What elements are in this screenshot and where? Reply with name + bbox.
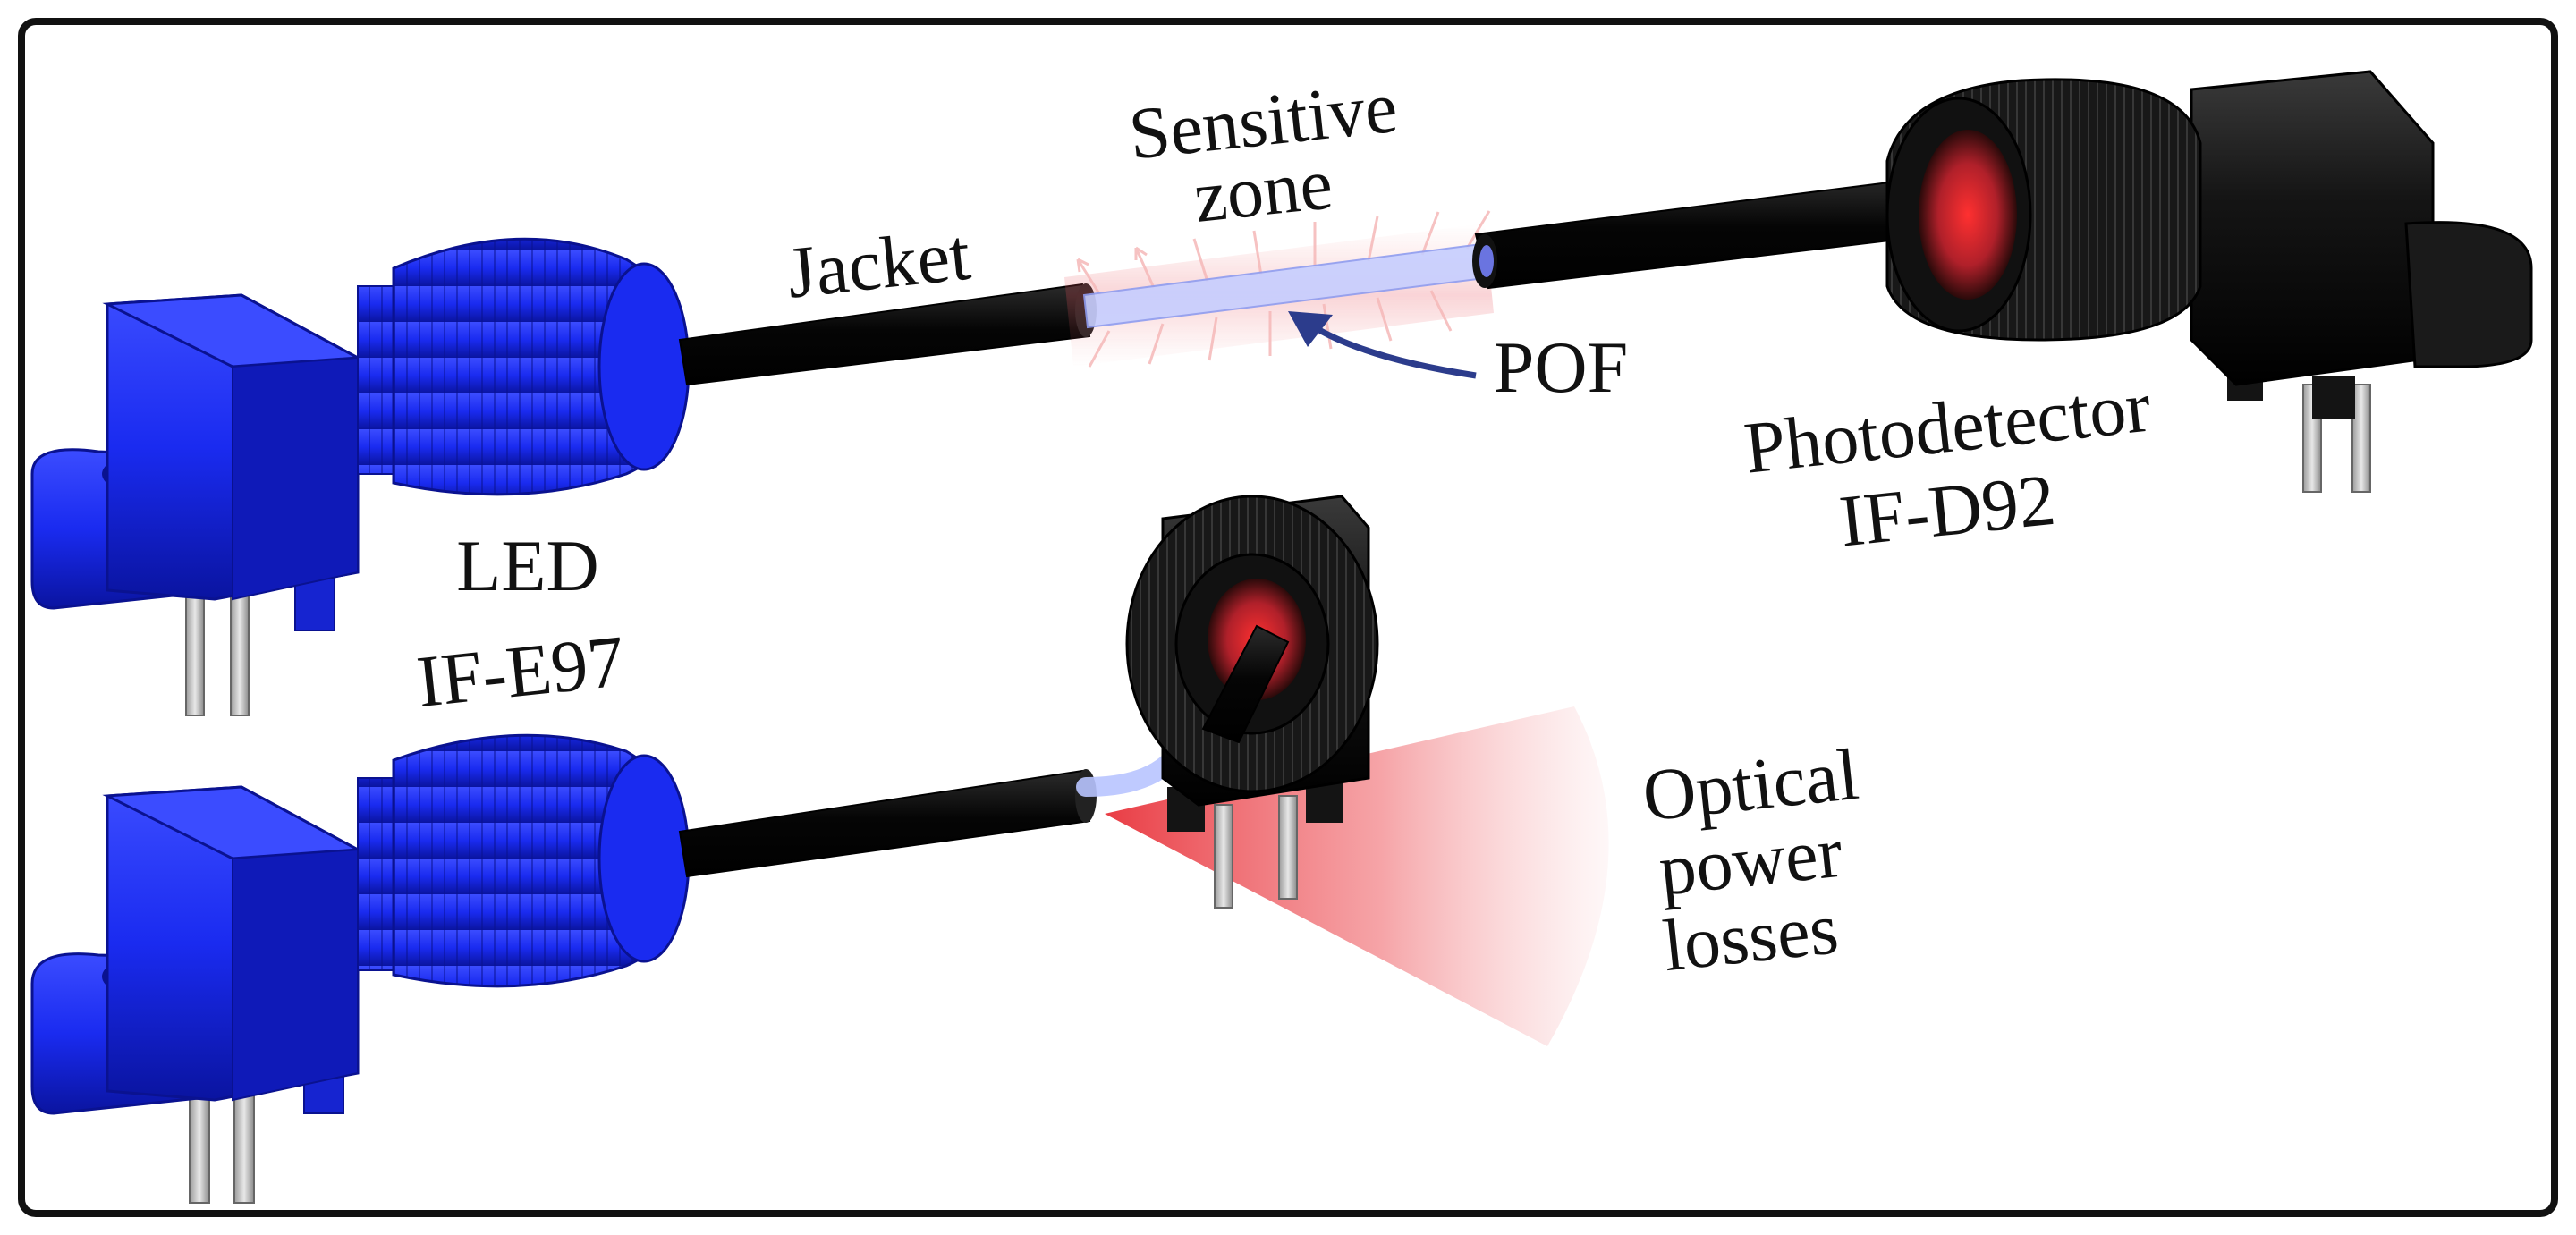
- label-sensitive-line2: zone: [1190, 142, 1335, 238]
- label-losses-line3: losses: [1659, 887, 1842, 986]
- labels: Sensitive zone Jacket POF Photodetector …: [413, 66, 2155, 986]
- detector-bottom-icon: [1125, 495, 1379, 909]
- bottom-assembly: [30, 495, 1609, 1204]
- led-top-icon: [30, 237, 691, 716]
- detector-top-icon: [1885, 70, 2533, 493]
- label-losses-line2: power: [1655, 811, 1845, 911]
- label-jacket: Jacket: [783, 214, 973, 314]
- pof-arrowhead: [1288, 311, 1333, 347]
- top-assembly: [30, 70, 2533, 716]
- label-led-line1: LED: [456, 525, 598, 606]
- label-pof: POF: [1494, 326, 1628, 408]
